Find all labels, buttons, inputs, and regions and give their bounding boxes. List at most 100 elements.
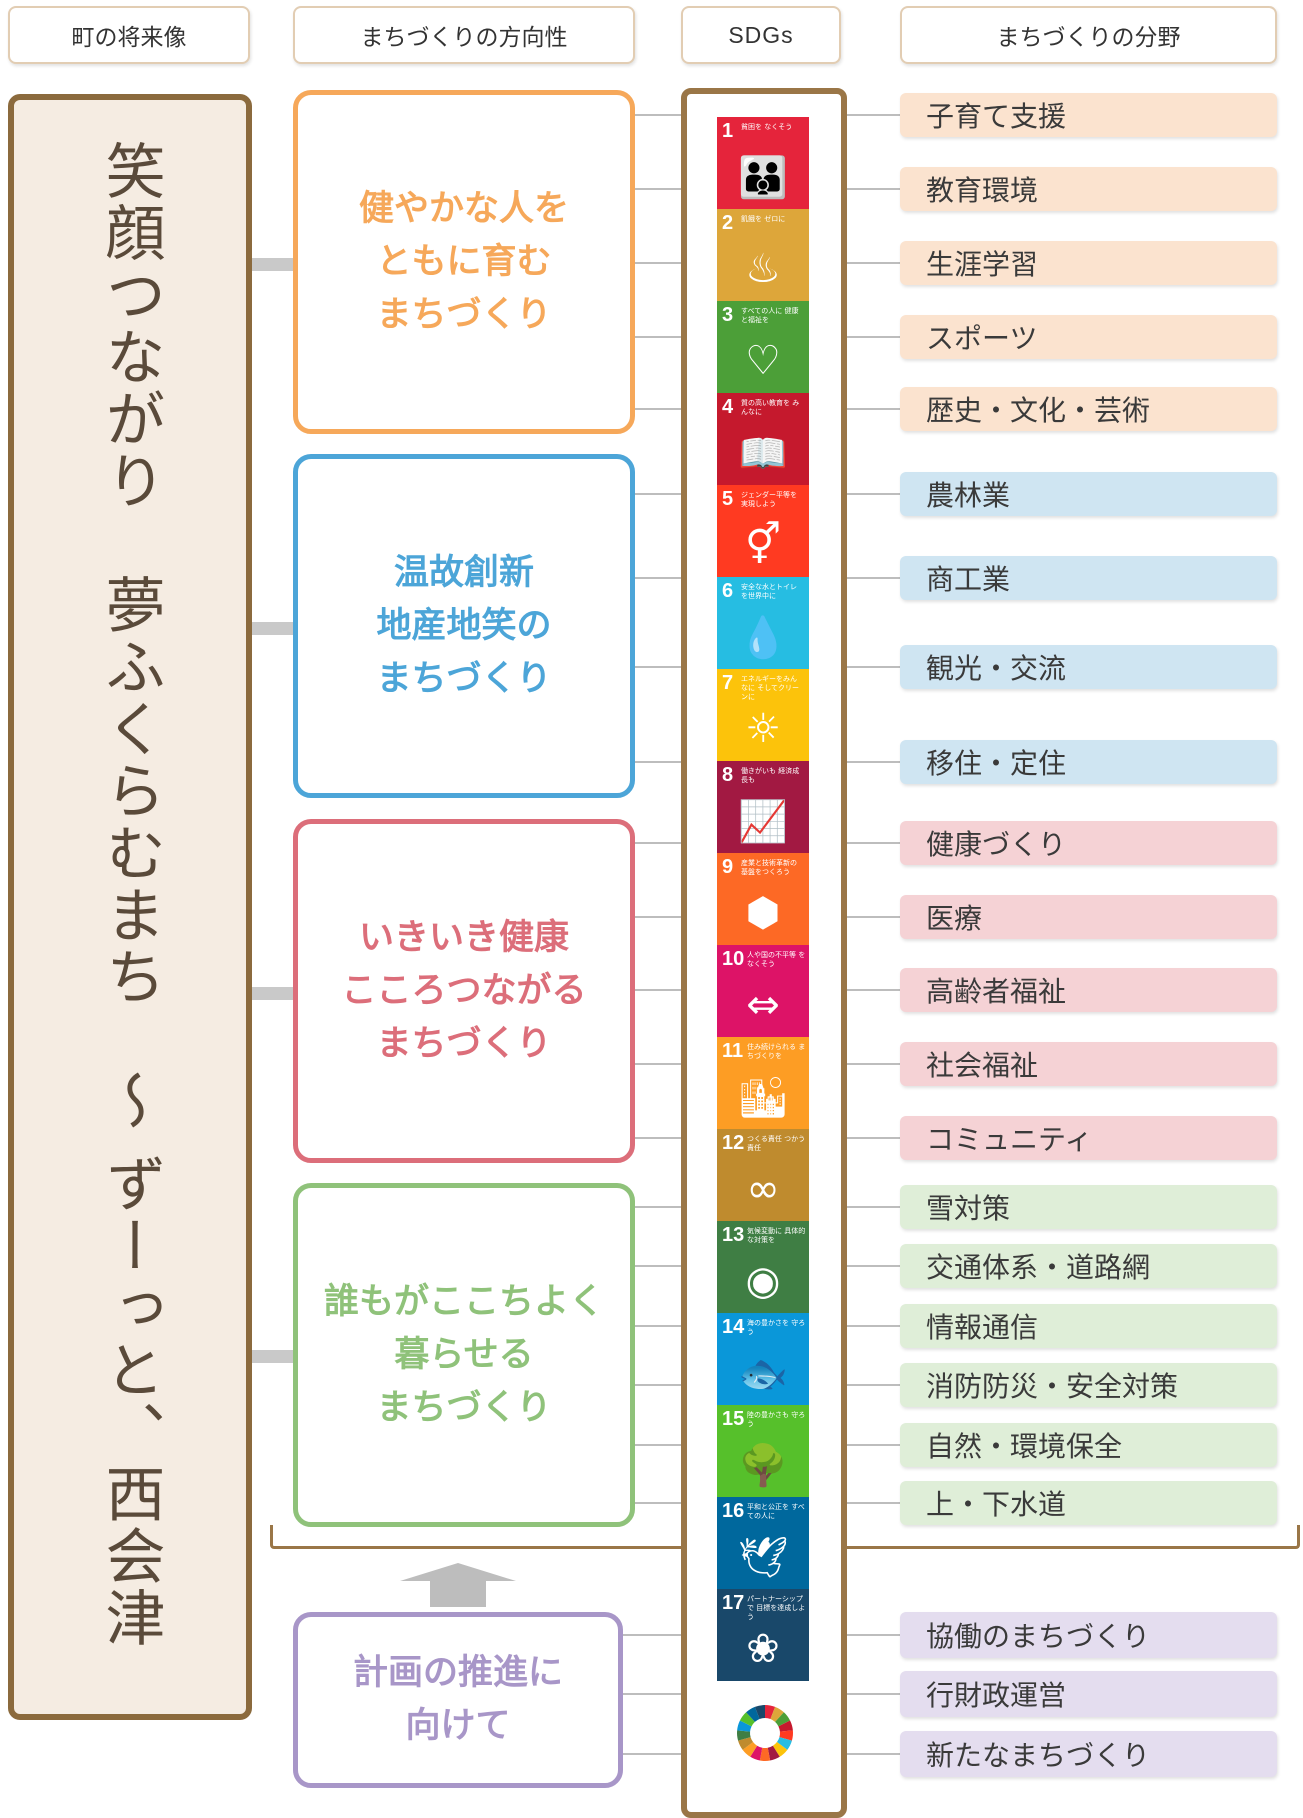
fish-icon: 🐟 [738,1350,788,1397]
sdg-caption: つくる責任 つかう責任 [747,1135,806,1152]
header-fields: まちづくりの分野 [900,6,1277,64]
sdg-caption: 働きがいも 経済成長も [741,767,800,784]
connector-line [635,336,681,338]
dove-icon: 🕊 [737,1534,789,1581]
connector-line [847,989,900,991]
connector-line [623,1634,681,1636]
connector-line [635,1265,681,1267]
sdg-number: 8 [722,764,734,786]
field-item: 生涯学習 [900,241,1277,285]
wheel-segment [746,1706,760,1722]
connector-line [635,493,681,495]
field-item: 農林業 [900,472,1277,516]
field-item: 行財政運営 [900,1671,1277,1717]
connector-line [635,114,681,116]
wheel-segment [778,1720,793,1732]
sdg-number: 3 [722,304,734,326]
sdg-number: 6 [722,580,734,602]
connector-line [635,577,681,579]
wheel-segment [767,1745,780,1761]
sdg-number: 1 [722,120,734,142]
field-item: 雪対策 [900,1185,1277,1229]
field-item: 交通体系・道路網 [900,1244,1277,1288]
field-item: 高齢者福祉 [900,968,1277,1012]
sdg-number: 2 [722,212,734,234]
header-sdgs: SDGs [681,6,841,64]
sdg-number: 7 [722,672,734,694]
wheel-segment [765,1705,776,1720]
wheel-segment [776,1737,792,1750]
connector-line [847,1265,900,1267]
connector-line [847,1137,900,1139]
wheel-segment [759,1747,771,1761]
connector-line [847,1753,900,1755]
city-icon: 🏙 [737,1074,789,1121]
vision-box: 笑顔つながり 夢ふくらむまち ～ ずーっと、西会津 ～ [8,94,252,1720]
sdg-number: 11 [722,1040,744,1062]
sdg-tile-8: 8 働きがいも 経済成長も 📈 [717,761,809,853]
wheel-segment [738,1737,754,1750]
connector-stub [252,987,293,1000]
direction-box-industry: 温故創新 地産地笑の まちづくり [293,454,635,798]
wheel-segment [742,1742,758,1757]
connector-line [635,761,681,763]
wheel-segment [770,1706,784,1722]
growth-chart-icon: 📈 [738,798,788,845]
connector-stub [252,1350,293,1363]
wheel-segment [737,1720,752,1732]
vision-text: 笑顔つながり 夢ふくらむまち ～ ずーっと、西会津 ～ [95,140,165,1650]
heartbeat-icon: ♡ [745,338,781,384]
connector-stub [252,622,293,635]
connector-line [847,262,900,264]
sdg-caption: 人や国の不平等 をなくそう [747,951,806,968]
connector-line [847,1634,900,1636]
wheel-segment [737,1730,751,1741]
connector-line [847,666,900,668]
field-item: 協働のまちづくり [900,1612,1277,1658]
wheel-segment [775,1712,791,1727]
wheel-segment [754,1705,765,1720]
sun-icon: ☼ [745,706,781,752]
connector-line [635,1325,681,1327]
connector-line [847,916,900,918]
tree-icon: 🌳 [738,1442,788,1489]
field-item: 医療 [900,895,1277,939]
connector-stub [252,258,293,271]
field-item: 子育て支援 [900,93,1277,137]
sdg-caption: パートナーシップで 目標を達成しよう [747,1595,806,1621]
sdg-number: 10 [722,948,745,970]
sdg-number: 16 [722,1500,745,1522]
connector-line [847,1502,900,1504]
sdg-caption: 飢餓を ゼロに [741,215,786,223]
field-item: 社会福祉 [900,1042,1277,1086]
sdg-number: 15 [722,1408,745,1430]
sdg-number: 4 [722,396,734,418]
field-item: 消防防災・安全対策 [900,1363,1277,1407]
connector-line [847,408,900,410]
connector-line [847,577,900,579]
connector-line [635,1063,681,1065]
field-item: 健康づくり [900,821,1277,865]
connector-line [847,1063,900,1065]
connector-line [635,842,681,844]
water-icon: 💧 [738,614,788,661]
connector-line [635,262,681,264]
wheel-segment [772,1742,788,1757]
connector-line [847,1325,900,1327]
connector-line [847,336,900,338]
sdg-number: 17 [722,1592,745,1614]
direction-box-living: 誰もがここちよく 暮らせる まちづくり [293,1183,635,1527]
connector-line [847,842,900,844]
sdg-number: 12 [722,1132,745,1154]
sdg-number: 5 [722,488,734,510]
